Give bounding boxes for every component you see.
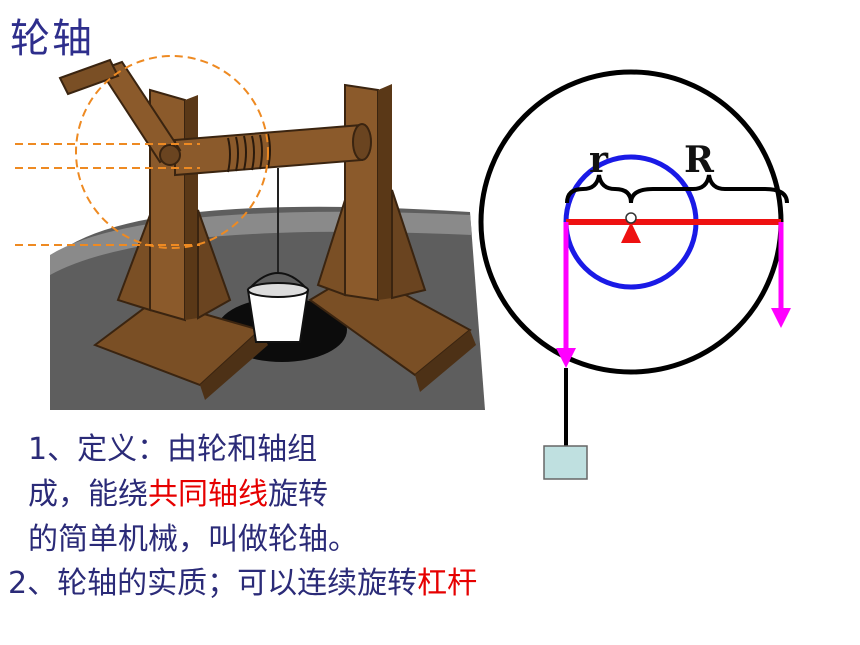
weight-block <box>543 445 588 480</box>
definition-text-1: 1、定义：由轮和轴组 <box>28 432 318 467</box>
fulcrum-icon <box>621 222 641 243</box>
essence-text: 2、轮轴的实质；可以连续旋转 <box>8 566 418 601</box>
definition-text-2c: 旋转 <box>268 477 328 512</box>
definition-line-2: 成，能绕共同轴线旋转 <box>28 469 328 513</box>
label-r: r <box>589 139 609 181</box>
pivot-point <box>625 212 637 224</box>
definition-text-2a: 成，能绕 <box>28 477 148 512</box>
label-R: R <box>684 139 715 181</box>
definition-line-3: 的简单机械，叫做轮轴。 <box>28 514 358 558</box>
slide-title: 轮轴 <box>10 16 94 62</box>
definition-text-3: 的简单机械，叫做轮轴。 <box>28 522 358 557</box>
crank-grip <box>58 58 120 96</box>
brace-R <box>629 174 789 204</box>
highlight-common-axis: 共同轴线 <box>148 477 268 512</box>
definition-line-1: 1、定义：由轮和轴组 <box>28 424 317 468</box>
highlight-lever: 杠杆 <box>417 566 478 601</box>
essence-line: 2、轮轴的实质；可以连续旋转杠杆 <box>8 558 477 602</box>
down-arrow-right-icon <box>771 308 791 328</box>
rotation-path <box>75 55 269 249</box>
brace-r <box>565 174 633 204</box>
crank-arm <box>98 60 182 164</box>
down-arrow-left-icon <box>556 348 576 368</box>
